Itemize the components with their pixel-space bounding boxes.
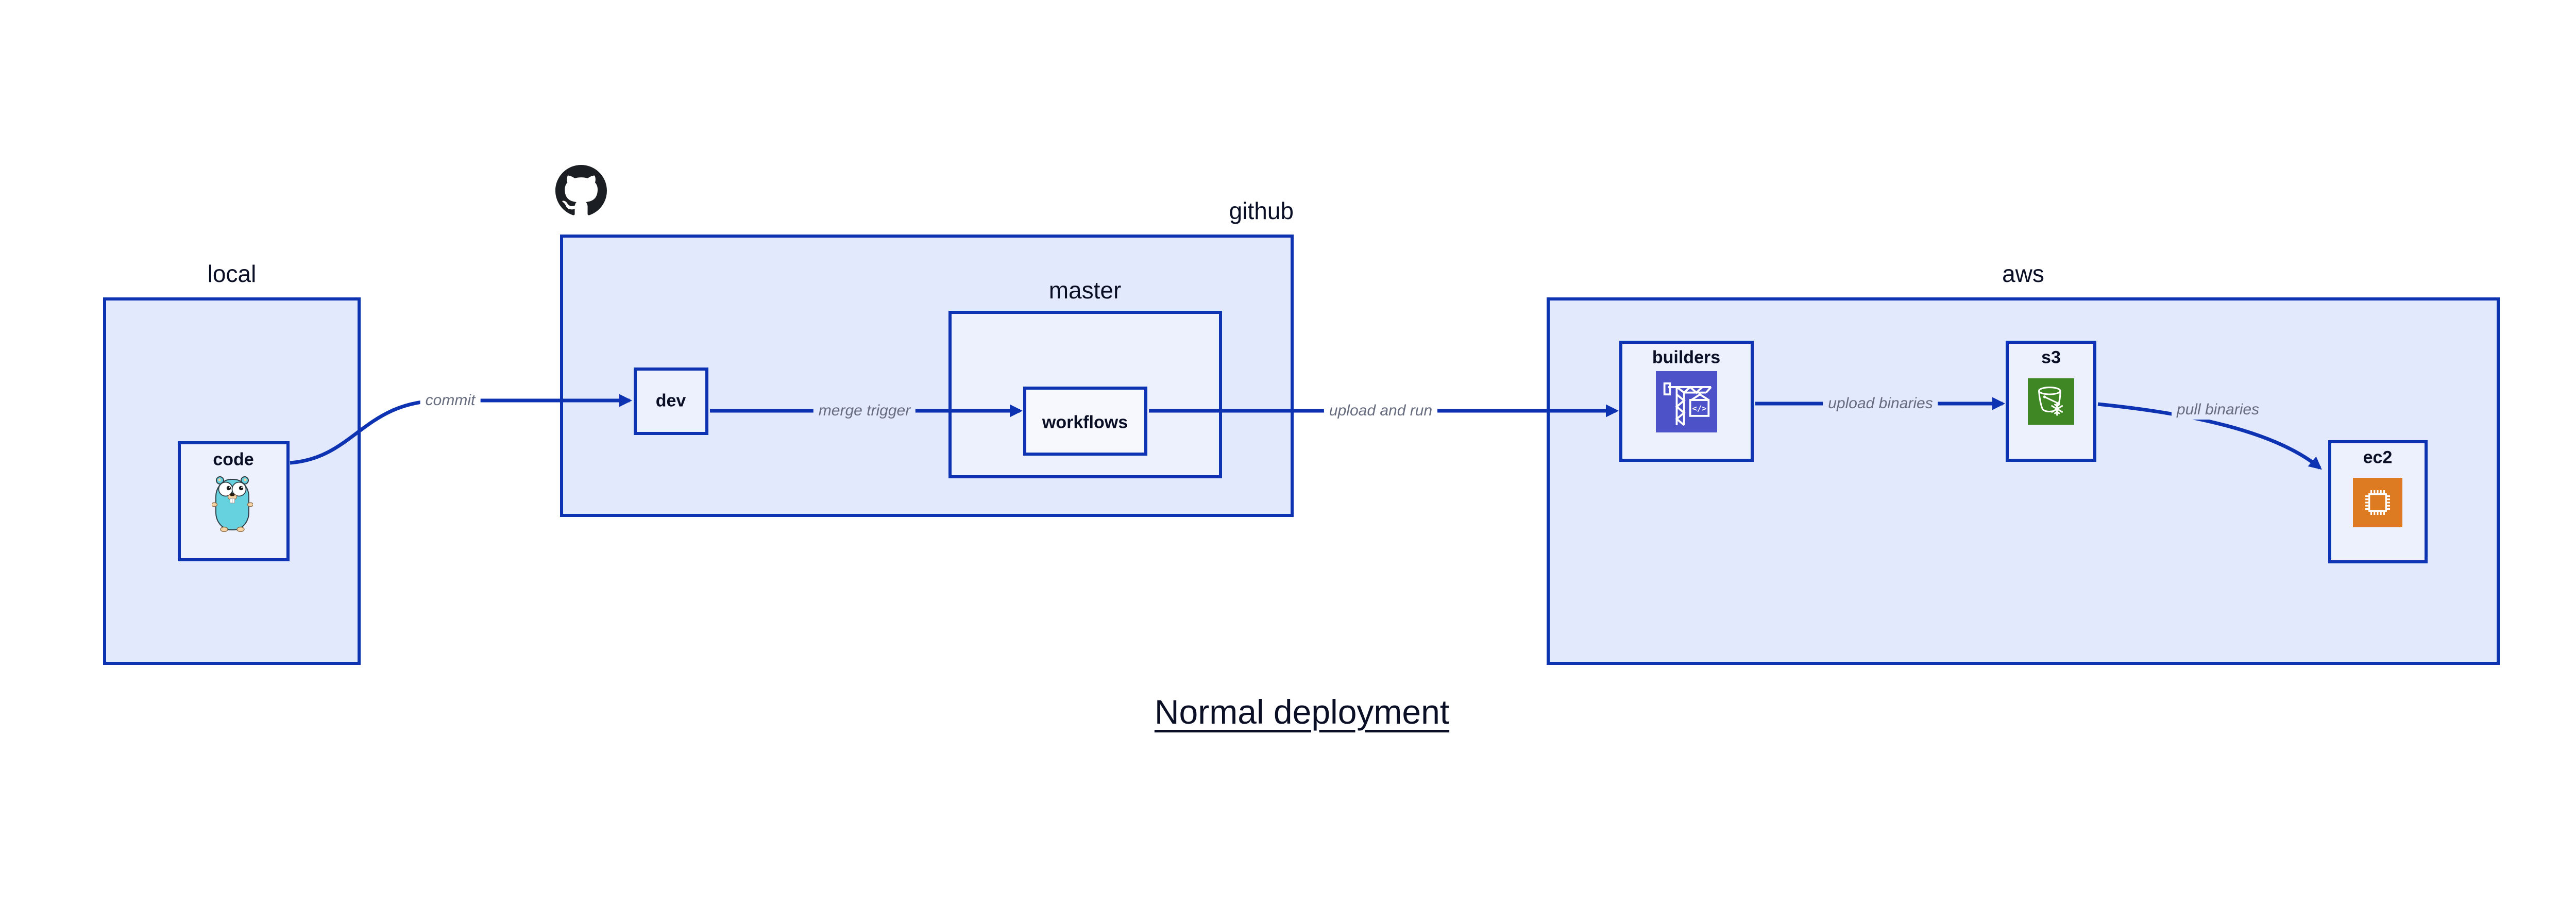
github-octocat-icon [555, 165, 607, 216]
go-gopher-icon [211, 475, 254, 532]
container-label-github: github [1229, 197, 1294, 224]
edge-label-commit: commit [420, 391, 481, 410]
node-workflows [1023, 387, 1147, 456]
node-label-dev: dev [655, 391, 686, 411]
codebuild-icon-code-glyph: </> [1692, 404, 1707, 413]
node-dev [634, 368, 708, 435]
node-builders [1619, 341, 1754, 462]
node-label-code: code [213, 449, 254, 470]
edge-label-merge-trigger: merge trigger [813, 401, 916, 421]
container-label-aws: aws [2002, 260, 2044, 287]
node-label-s3: s3 [2041, 347, 2061, 368]
container-label-local: local [207, 260, 257, 287]
node-label-workflows: workflows [1042, 412, 1128, 432]
node-label-ec2: ec2 [2363, 447, 2393, 467]
edge-label-upload-and-run: upload and run [1324, 401, 1438, 421]
aws-ec2-chip-icon [2353, 478, 2402, 527]
edge-pull-binaries [2097, 402, 2322, 470]
aws-codebuild-crane-icon: </> [1656, 371, 1717, 432]
edge-label-upload-binaries: upload binaries [1823, 394, 1938, 413]
diagram-title: Normal deployment [1154, 693, 1450, 731]
aws-s3-glacier-bucket-icon [2028, 378, 2074, 425]
edge-label-pull-binaries: pull binaries [2171, 400, 2265, 420]
node-label-builders: builders [1652, 347, 1721, 368]
container-label-master: master [1048, 277, 1122, 304]
